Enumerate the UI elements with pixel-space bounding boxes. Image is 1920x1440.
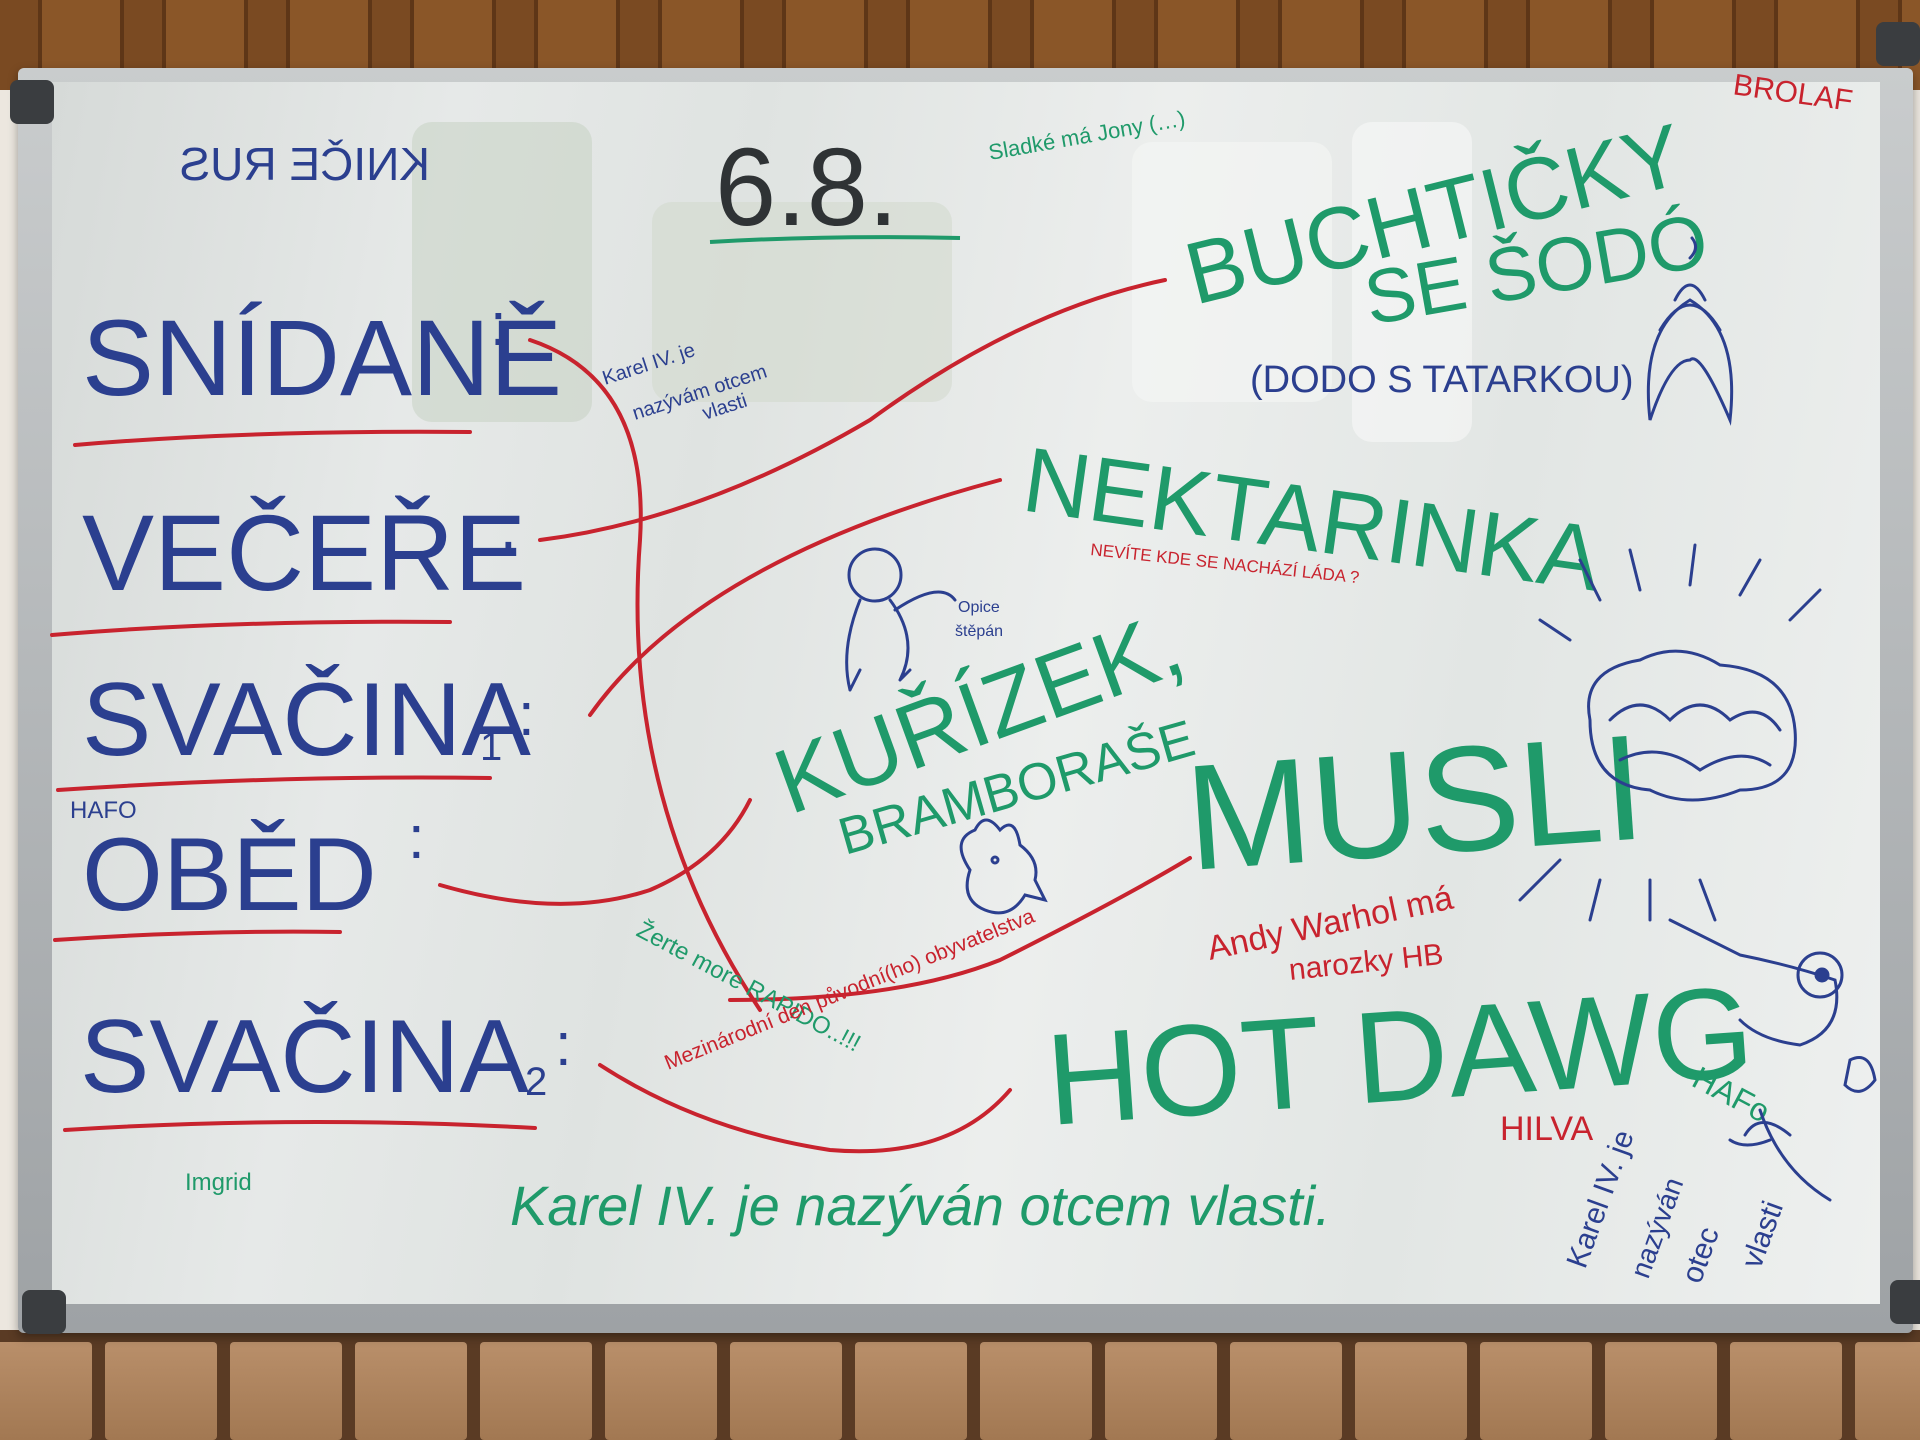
hafo-left: HAFO (70, 797, 137, 824)
meal-svacina1-sub: 1 (480, 725, 502, 769)
top-right-tag: BROLAF (1731, 68, 1854, 117)
note-hilva: HILVA (1500, 1110, 1594, 1148)
brain-doodle (1518, 543, 1822, 922)
board-corner (1890, 1280, 1920, 1324)
date-heading: 6.8. (715, 126, 898, 249)
poop-doodle (1646, 236, 1734, 426)
meal-snidane: SNÍDANĚ (82, 297, 562, 418)
note-karel-right-3: otec (1676, 1223, 1726, 1288)
note-karel-blue-1: Karel IV. je (600, 339, 698, 390)
date-underline (709, 235, 961, 244)
meal-vecere-colon: : (500, 494, 517, 561)
meal-obed: OBĚD (82, 817, 377, 933)
meal-snidane-colon: : (490, 291, 507, 358)
note-opice-1: Opice (958, 599, 1000, 616)
note-sladke: Sladké má Jony (…) (987, 106, 1188, 165)
meal-svacina2: SVAČINA (80, 999, 529, 1115)
signature: Imgrid (185, 1169, 252, 1196)
whiteboard-surface (52, 82, 1880, 1304)
meal-vecere: VEČEŘE (82, 492, 526, 613)
food-musli: MUSLI (1181, 702, 1650, 902)
board-corner (1876, 22, 1920, 66)
food-dodo-tatarkou: (DODO S TATARKOU) (1250, 359, 1634, 401)
food-hot-dawg: HOT DAWG (1042, 958, 1758, 1153)
meal-obed-colon: : (408, 804, 425, 871)
food-nektarinka: NEKTARINKA (1017, 429, 1607, 611)
brick-ledge (0, 1330, 1920, 1440)
chicken-doodle (959, 818, 1048, 915)
meal-svacina2-sub: 2 (525, 1060, 547, 1104)
meal-svacina2-colon: : (555, 1011, 572, 1078)
board-corner (10, 80, 54, 124)
meal-svacina1-colon: : (518, 681, 535, 748)
meal-svacina1: SVAČINA (82, 662, 531, 778)
note-karel-right-4: vlasti (1736, 1197, 1790, 1273)
note-karel-green: Karel IV. je nazýván otcem vlasti. (510, 1174, 1331, 1237)
monkey-doodle (845, 547, 957, 692)
mirrored-text: KNIČE RUS (180, 138, 430, 190)
board-corner (22, 1290, 66, 1334)
note-opice-2: štěpán (955, 623, 1003, 640)
dog-doodle (1668, 918, 1877, 1202)
